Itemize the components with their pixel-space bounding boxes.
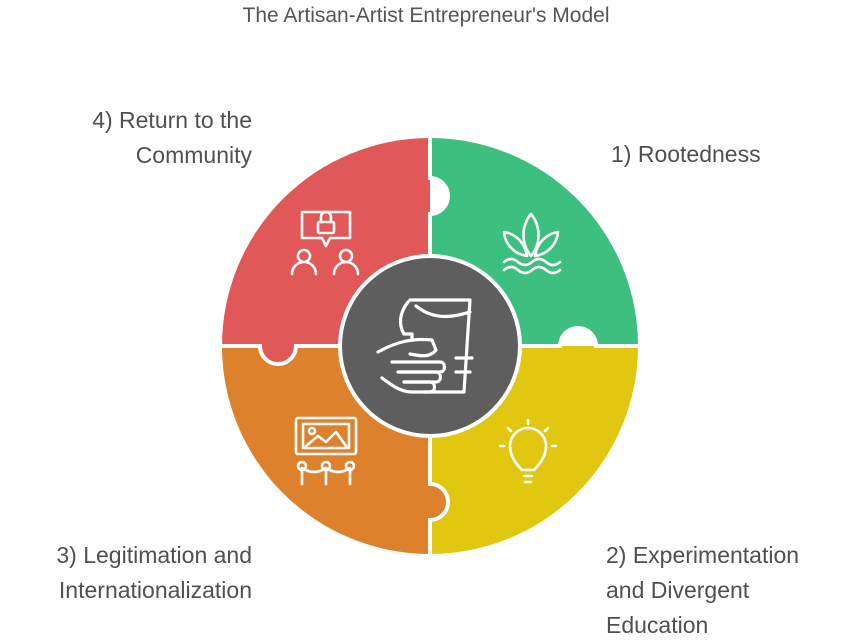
center-circle: [338, 254, 522, 438]
label-line: 2) Experimentation: [606, 542, 800, 568]
lightbulb-icon: [498, 418, 558, 484]
community-lock-icon: [290, 210, 360, 276]
piece-separators: [220, 136, 640, 556]
label-legitimation: 3) Legitimation and Internationalization: [4, 538, 252, 608]
label-line: and Divergent: [606, 577, 750, 603]
label-line: Internationalization: [58, 577, 252, 603]
label-line: Education: [606, 612, 709, 638]
lotus-icon: [502, 212, 562, 275]
label-line: 4) Return to the: [92, 107, 252, 133]
label-rootedness: 1) Rootedness: [611, 137, 761, 172]
label-line: 3) Legitimation and: [56, 542, 252, 568]
label-line: 1) Rootedness: [611, 141, 761, 167]
label-line: Community: [135, 142, 252, 168]
hand-holding-cup-icon: [376, 298, 474, 394]
label-return-to-community: 4) Return to the Community: [40, 103, 252, 173]
gallery-painting-icon: [294, 416, 358, 486]
label-experimentation: 2) Experimentation and Divergent Educati…: [606, 538, 799, 643]
diagram-title: The Artisan-Artist Entrepreneur's Model: [242, 4, 610, 27]
